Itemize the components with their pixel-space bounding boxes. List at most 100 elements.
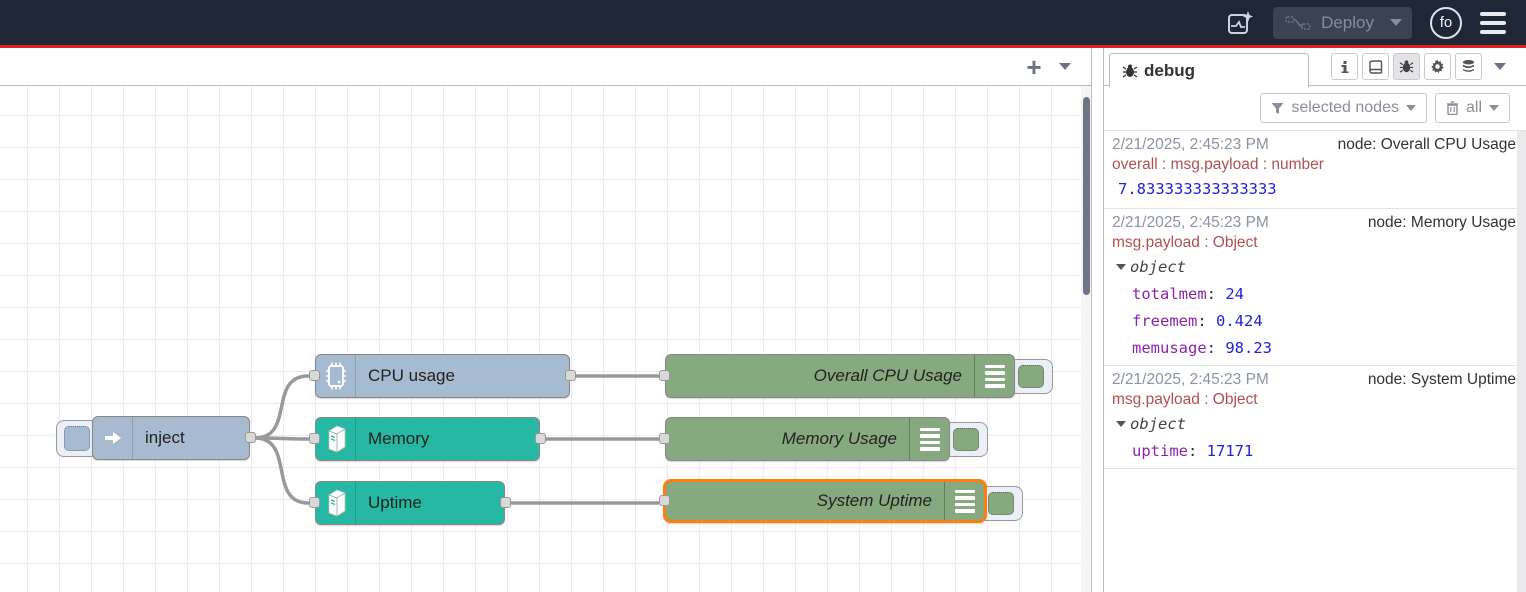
object-expander[interactable]: object [1116, 258, 1516, 276]
field-value: 0.424 [1216, 312, 1263, 330]
clear-dropdown[interactable]: all [1434, 93, 1510, 123]
sidebar-menu-chevron-icon[interactable] [1494, 63, 1506, 70]
node-debug-memory-usage[interactable]: Memory Usage [659, 417, 950, 461]
filter-dropdown[interactable]: selected nodes [1260, 93, 1427, 123]
debug-list-icon [944, 482, 984, 520]
output-port[interactable] [245, 432, 256, 443]
flow-canvas[interactable]: inject [0, 86, 1091, 592]
debug-tab-button[interactable] [1393, 53, 1420, 80]
workspace-column: + [0, 48, 1092, 592]
debug-sidebar: debug [1103, 48, 1526, 592]
object-label: object [1130, 415, 1186, 433]
flow-list-chevron-icon[interactable] [1059, 63, 1071, 70]
avatar-initials: fo [1439, 14, 1453, 31]
bug-icon [1399, 60, 1414, 73]
node-label: Overall CPU Usage [813, 366, 962, 385]
bug-icon [1122, 64, 1138, 78]
message-node-name: node: System Uptime [1367, 371, 1516, 388]
funnel-icon [1271, 102, 1284, 114]
deploy-caret-icon[interactable] [1390, 19, 1402, 26]
panel-splitter[interactable] [1092, 48, 1103, 592]
inject-trigger-button[interactable] [56, 420, 98, 457]
field-value: 98.23 [1225, 339, 1272, 357]
gear-icon [1431, 59, 1444, 74]
info-tab-button[interactable] [1331, 53, 1358, 80]
field-key: freemem [1132, 312, 1198, 330]
triangle-down-icon [1116, 264, 1126, 270]
node-debug-system-uptime[interactable]: System Uptime [659, 479, 987, 523]
context-tab-button[interactable] [1455, 53, 1482, 80]
message-timestamp: 2/21/2025, 2:45:23 PM [1112, 136, 1269, 153]
wires [253, 374, 660, 505]
flow-tab-bar: + [0, 48, 1091, 86]
ai-assistant-icon[interactable] [1225, 8, 1255, 38]
tab-debug-label: debug [1144, 60, 1195, 80]
info-icon [1341, 60, 1348, 73]
scrollbar-thumb[interactable] [1082, 97, 1090, 295]
deploy-icon [1285, 15, 1311, 30]
help-tab-button[interactable] [1362, 53, 1389, 80]
object-field: uptime: 17171 [1132, 442, 1254, 460]
canvas-vertical-scrollbar[interactable] [1081, 86, 1091, 592]
inject-arrow-icon [93, 417, 133, 459]
deploy-button[interactable]: Deploy [1273, 6, 1412, 39]
input-port[interactable] [309, 370, 320, 381]
message-property: overall : msg.payload : number [1112, 156, 1324, 173]
input-port[interactable] [309, 497, 320, 508]
main-menu-icon[interactable] [1480, 11, 1506, 34]
output-port[interactable] [500, 497, 511, 508]
message-property: msg.payload : Object [1112, 234, 1258, 251]
node-debug-overall-cpu-usage[interactable]: Overall CPU Usage [659, 354, 1015, 398]
debug-list-icon [974, 355, 1014, 397]
object-expander[interactable]: object [1116, 415, 1516, 433]
sidebar-header: debug [1104, 48, 1526, 87]
field-value: 17171 [1206, 442, 1254, 460]
message-timestamp: 2/21/2025, 2:45:23 PM [1112, 214, 1269, 231]
caret-down-icon [1405, 105, 1416, 111]
output-port[interactable] [535, 433, 546, 444]
field-key: memusage [1132, 339, 1207, 357]
debug-message[interactable]: 2/21/2025, 2:45:23 PM node: Overall CPU … [1104, 131, 1526, 209]
server-icon [316, 418, 356, 460]
message-property: msg.payload : Object [1112, 391, 1258, 408]
deploy-label: Deploy [1321, 12, 1374, 32]
node-uptime[interactable]: Uptime [309, 481, 511, 525]
field-key: totalmem [1132, 285, 1207, 303]
debug-toggle-button[interactable] [1009, 359, 1053, 394]
trash-icon [1446, 101, 1458, 115]
config-tab-button[interactable] [1424, 53, 1451, 80]
field-value: 24 [1225, 285, 1244, 303]
debug-toggle-button[interactable] [944, 422, 988, 457]
input-port[interactable] [659, 370, 670, 381]
node-label: Uptime [368, 493, 422, 512]
user-avatar[interactable]: fo [1430, 6, 1462, 39]
input-port[interactable] [659, 433, 670, 444]
node-label: System Uptime [816, 491, 932, 510]
debug-filter-bar: selected nodes all [1104, 86, 1526, 130]
filter-label: selected nodes [1291, 99, 1399, 116]
debug-message-list[interactable]: 2/21/2025, 2:45:23 PM node: Overall CPU … [1104, 130, 1526, 592]
server-icon [316, 482, 356, 524]
add-flow-button[interactable]: + [1026, 51, 1042, 82]
header-bar: Deploy fo [0, 0, 1526, 48]
output-port[interactable] [565, 370, 576, 381]
node-label: inject [145, 428, 185, 447]
debug-scrollbar[interactable] [1517, 131, 1526, 592]
caret-down-icon [1489, 105, 1499, 111]
object-label: object [1130, 258, 1186, 276]
debug-message[interactable]: 2/21/2025, 2:45:23 PM node: Memory Usage… [1104, 209, 1526, 366]
tab-debug[interactable]: debug [1109, 53, 1309, 87]
debug-message[interactable]: 2/21/2025, 2:45:23 PM node: System Uptim… [1104, 366, 1526, 469]
node-memory[interactable]: Memory [309, 417, 546, 461]
book-icon [1369, 59, 1383, 74]
node-label: CPU usage [368, 366, 455, 385]
node-inject[interactable]: inject [92, 416, 256, 460]
input-port[interactable] [659, 495, 670, 506]
message-node-name: node: Overall CPU Usage [1337, 136, 1516, 153]
input-port[interactable] [309, 433, 320, 444]
message-node-name: node: Memory Usage [1367, 214, 1516, 231]
node-cpu-usage[interactable]: CPU usage [309, 354, 576, 398]
object-field: memusage: 98.23 [1132, 339, 1272, 357]
node-label: Memory [368, 429, 430, 448]
